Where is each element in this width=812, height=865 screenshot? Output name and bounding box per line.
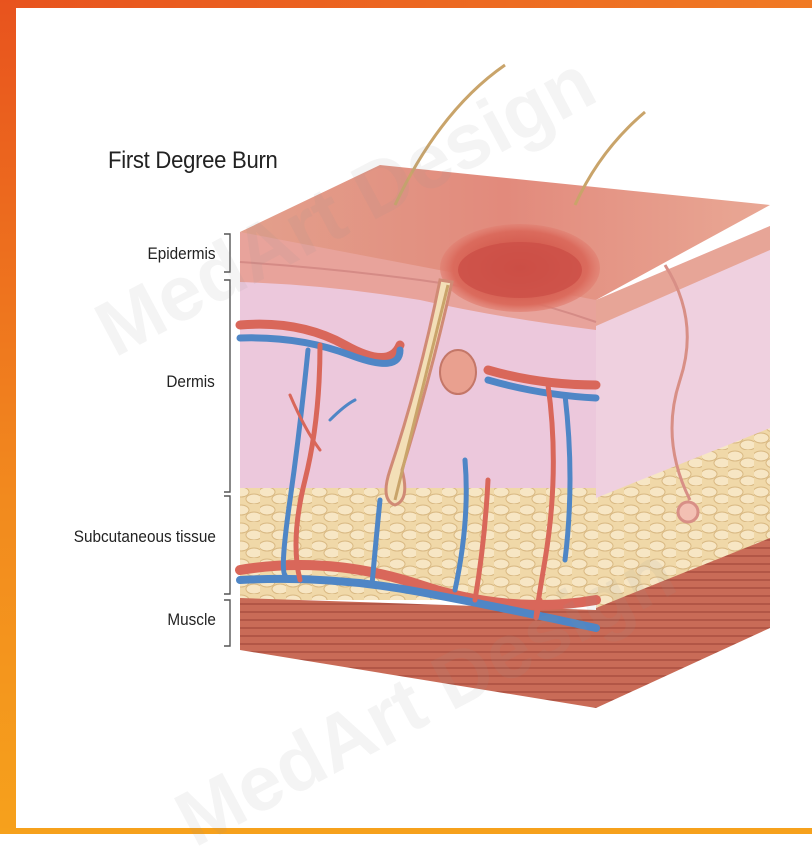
label-muscle: Muscle: [168, 610, 216, 630]
cube-right-face: [596, 226, 770, 708]
subcutaneous-bracket: [224, 496, 230, 594]
muscle-bracket: [224, 600, 230, 646]
skin-cross-section-diagram: [0, 0, 812, 834]
sebaceous-gland: [440, 350, 476, 394]
label-epidermis: Epidermis: [148, 244, 216, 264]
layer-brackets: [224, 234, 230, 646]
label-subcutaneous-tissue: Subcutaneous tissue: [74, 527, 216, 547]
epidermis-bracket: [224, 234, 230, 272]
dermis-bracket: [224, 280, 230, 492]
label-dermis: Dermis: [167, 372, 215, 392]
